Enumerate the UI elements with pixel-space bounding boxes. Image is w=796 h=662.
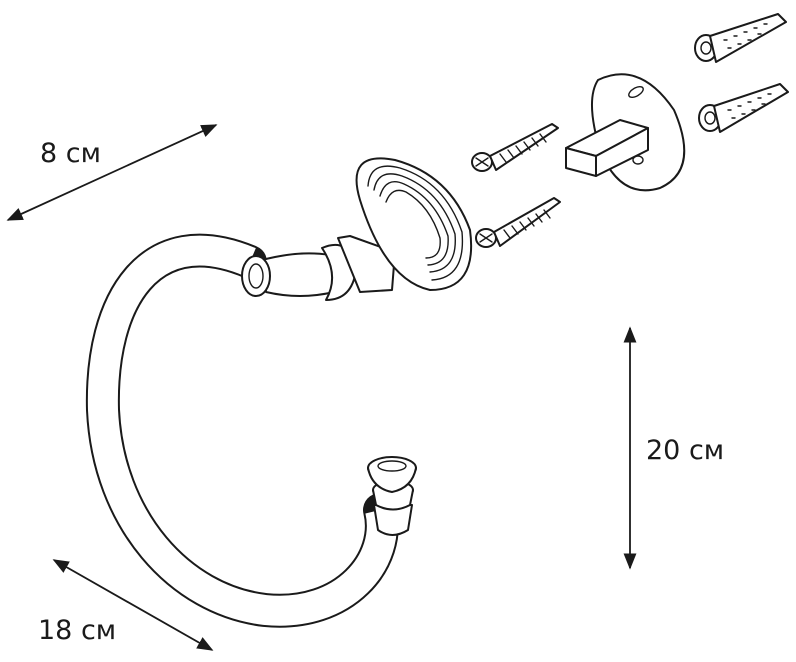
depth-dimension-arrow: [6, 124, 218, 221]
wall-flange: [355, 157, 473, 291]
width-dimension-label: 18 см: [38, 615, 117, 646]
ring-holder-arm: [241, 235, 396, 301]
height-dimension-label: 20 см: [646, 435, 725, 466]
towel-ring: [85, 233, 399, 628]
depth-dimension-label: 8 см: [40, 138, 101, 169]
mounting-plate: [565, 73, 686, 192]
screw-lower: [475, 197, 561, 248]
wall-plug-upper: [694, 13, 787, 63]
wall-plug-lower: [698, 83, 789, 133]
width-dimension-arrow: [52, 559, 214, 651]
ring-end-cap: [367, 456, 417, 536]
screw-upper: [471, 123, 559, 172]
